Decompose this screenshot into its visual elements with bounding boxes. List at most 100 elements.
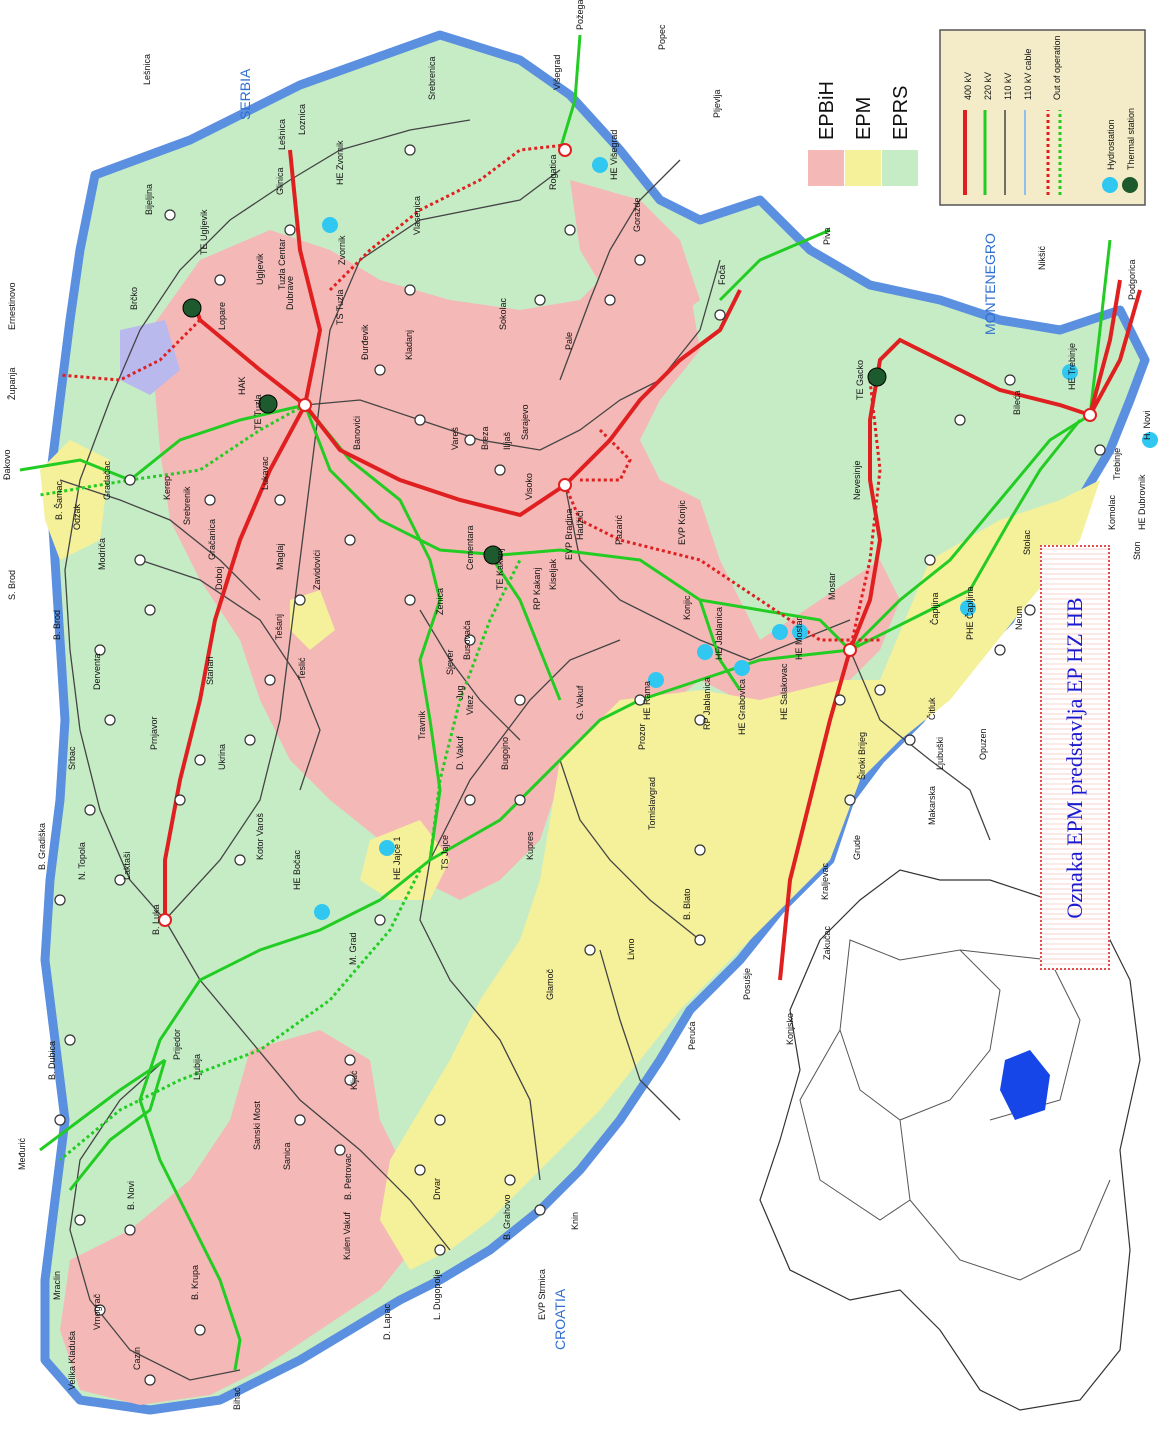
place-label: Đurđevik	[360, 324, 370, 360]
place-label: Sjever	[445, 649, 455, 675]
place-label: Livno	[626, 938, 636, 960]
place-label: Zakučac	[822, 925, 832, 960]
place-label: B. Gradiška	[37, 823, 47, 870]
place-label: Široki Brijeg	[857, 732, 867, 780]
place-label: RP Kakanj	[532, 568, 542, 610]
place-label: B. Šamac	[54, 480, 64, 520]
place-label: HE Grabovica	[737, 679, 747, 735]
place-label: Vareš	[450, 427, 460, 450]
place-label: Travnik	[417, 710, 427, 740]
place-label: Peruća	[687, 1021, 697, 1050]
place-label: Srebrenik	[182, 486, 192, 525]
place-label: Prnjavor	[149, 716, 159, 750]
place-label: Mraclin	[52, 1271, 62, 1300]
place-label: Breza	[480, 426, 490, 450]
country-montenegro: MONTENEGRO	[982, 233, 998, 335]
place-label: Lopare	[217, 302, 227, 330]
place-label: Lukavac	[260, 456, 270, 490]
place-label: Drvar	[432, 1178, 442, 1200]
place-label: Bijeljina	[144, 184, 154, 215]
place-label: Đakovo	[2, 449, 12, 480]
place-label: L. Dugopolje	[432, 1269, 442, 1320]
place-label: Zavidovići	[312, 550, 322, 590]
place-label: Županja	[7, 367, 17, 400]
place-label: Kljuć	[349, 1070, 359, 1090]
place-label: B. Grahovo	[502, 1194, 512, 1240]
place-label: Nikšić	[1037, 246, 1047, 270]
place-label: Ston	[1132, 541, 1142, 560]
region-epm-southwest	[380, 480, 1100, 1270]
place-label: Srbac	[67, 746, 77, 770]
place-label: Sokolac	[498, 297, 508, 330]
lines-out-of-operation	[39, 143, 882, 1162]
region-epbih-swatch	[808, 150, 844, 186]
place-label: Teslić	[297, 657, 307, 680]
place-label: Lešnica	[277, 119, 287, 150]
place-label: D. Lapac	[382, 1303, 392, 1340]
legend-hydro-label: Hydrostation	[1106, 119, 1116, 170]
region-epbih-central	[150, 230, 900, 900]
place-label: Rogatica	[548, 154, 558, 190]
place-label: HE Rama	[642, 681, 652, 720]
place-label: B. Petrovac	[343, 1153, 353, 1200]
place-label: Sanica	[282, 1142, 292, 1170]
place-label: Visoko	[524, 473, 534, 500]
place-label: Glinica	[275, 167, 285, 195]
region-epbih-west	[60, 1030, 420, 1405]
place-label: Zenica	[435, 588, 445, 615]
place-label: EVP Konjic	[677, 500, 687, 545]
region-eprs-label: EPRS	[890, 86, 912, 140]
legend-400kv-label: 400 kV	[963, 72, 973, 100]
place-label: HE Bočac	[292, 849, 302, 890]
place-label: Zvornik	[337, 235, 347, 265]
place-label: Čapljina	[930, 592, 940, 625]
place-label: HAK	[237, 376, 247, 395]
place-label: B. Luka	[151, 904, 161, 935]
region-epm-north	[40, 440, 110, 560]
inset-bih-highlight	[1000, 1050, 1050, 1120]
place-label: D. Vakuf	[455, 736, 465, 770]
place-label: S. Brod	[7, 570, 17, 600]
place-label: Konjic	[682, 595, 692, 620]
place-label: Cazin	[132, 1347, 142, 1370]
place-label: Busovača	[462, 620, 472, 660]
place-label: EVP Strmica	[537, 1269, 547, 1320]
place-label: Kotor Varoš	[255, 813, 265, 860]
place-label: Tomislavgrad	[647, 777, 657, 830]
place-label: HE Višegrad	[609, 130, 619, 180]
place-label: HE Mostar	[794, 617, 804, 660]
place-label: Ugljevik	[255, 253, 265, 285]
place-label: Međurić	[17, 1137, 27, 1170]
place-label: Prijedor	[172, 1029, 182, 1060]
place-label: Vitez	[465, 695, 475, 715]
place-label: Komolac	[1107, 494, 1117, 530]
place-label: PHE Čapljina	[965, 586, 975, 640]
place-label: Bihać	[232, 1387, 242, 1410]
place-label: Laktaši	[122, 851, 132, 880]
place-label: Ljubija	[192, 1054, 202, 1080]
place-label: Goražde	[632, 197, 642, 232]
place-label: B. Dubica	[47, 1041, 57, 1080]
thermal-stations	[182, 298, 887, 565]
place-label: Neum	[1014, 606, 1024, 630]
place-label: Srebrenica	[427, 56, 437, 100]
annotation-box: Oznaka EPM predstavlja EP HZ HB	[1040, 545, 1110, 970]
place-label: Pale	[564, 332, 574, 350]
legend-110kv-label: 110 kV	[1003, 73, 1013, 100]
place-label: HE Jajce 1	[392, 836, 402, 880]
hydro-stations	[314, 157, 1158, 920]
place-label: B. Brod	[52, 610, 62, 640]
place-label: Loznica	[297, 104, 307, 135]
place-label: HE Dubrovnik	[1137, 474, 1147, 530]
country-serbia: SERBIA	[237, 68, 253, 120]
legend-thermal-swatch	[1122, 177, 1138, 193]
place-label: RP Jablanica	[702, 677, 712, 730]
legend-220kv-label: 220 kV	[983, 72, 993, 100]
place-label: Čitluk	[927, 697, 937, 720]
place-label: Višegrad	[552, 55, 562, 90]
legend: 400 kV 220 kV 110 kV 110 kV cable Out of…	[939, 29, 1146, 206]
place-label: Ernestinovo	[7, 282, 17, 330]
